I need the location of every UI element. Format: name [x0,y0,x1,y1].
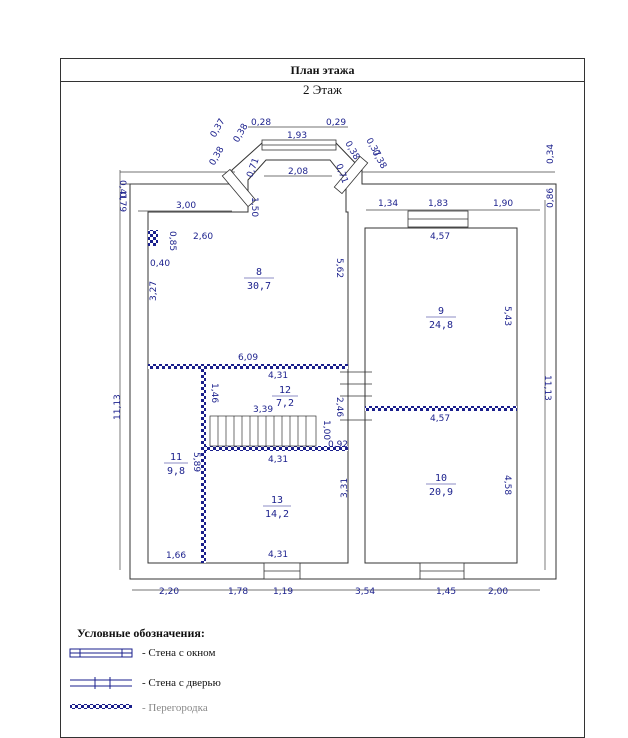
room-area: 9,8 [167,466,185,477]
room-area: 14,2 [265,509,289,520]
dim-label: 0,29 [326,118,346,128]
dim-label: 0,28 [251,118,271,128]
legend-title: Условные обозначения: [77,626,205,640]
legend-window-label: - Стена с окном [142,647,216,659]
dim-label: 1,00 [321,420,331,440]
dim-label: 1,34 [378,199,398,209]
dim-label: 1,50 [249,197,259,217]
legend-partition-label: - Перегородка [142,702,208,714]
staircase [209,415,317,447]
room-number: 8 [256,267,262,278]
dim-label: 3,00 [176,201,196,211]
windows [221,139,469,580]
dim-label: 4,31 [268,550,288,560]
partitions [148,364,517,563]
dim-label: 5,89 [191,452,201,472]
floor-plan-drawing: 0,37 0,38 0,38 0,28 1,93 0,29 0,37 0,38 … [69,117,557,709]
dim-label: 1,93 [287,131,307,141]
dim-label: 1,83 [428,199,448,209]
dimension-lines [119,126,555,591]
dim-label: 3,39 [253,405,273,415]
dim-label: 1,78 [228,587,248,597]
dim-label: 1,90 [493,199,513,209]
dim-label: 1,45 [436,587,456,597]
dim-label: 0,79 [117,192,127,212]
dim-label: 4,31 [268,455,288,465]
dim-label: 3,31 [340,478,350,498]
dim-label: 5,43 [502,306,512,326]
floor-label: 2 Этаж [303,82,342,97]
dim-label: 0,71 [333,163,349,185]
room-number: 11 [170,452,182,463]
dim-label: 4,58 [502,475,512,495]
dim-label: 1,19 [273,587,293,597]
dim-label: 2,60 [193,232,213,242]
dim-label: 0,37 [209,117,228,139]
legend-symbols [69,648,133,709]
dim-label: 11,13 [542,375,552,401]
room-number: 9 [438,306,444,317]
sheet-title: План этажа [61,59,584,82]
dim-label: 2,08 [288,167,308,177]
dim-label: 1,66 [166,551,186,561]
legend-door-label: - Стена с дверью [142,677,221,689]
dim-label: 2,46 [334,397,344,417]
dim-label: 5,62 [334,258,344,278]
dim-label: 0,38 [208,145,227,168]
dim-label: 2,20 [159,587,179,597]
room-number: 13 [271,495,283,506]
ventilation-shaft [148,230,158,246]
room-area: 7,2 [276,398,294,409]
room-area: 30,7 [247,281,271,292]
dim-label: 0,86 [546,188,556,208]
dim-label: 11,13 [113,394,123,420]
dim-label: 1,46 [209,383,219,403]
dim-label: 3,54 [355,587,375,597]
room-number: 10 [435,473,447,484]
room-number: 12 [279,385,291,396]
dim-label: 0,85 [167,231,177,251]
dim-label: 6,09 [238,353,258,363]
dim-label: 0,34 [546,144,556,164]
dim-label: 0,92 [328,440,348,450]
dim-label: 0,40 [150,259,170,269]
door-markers [340,371,372,421]
room-area: 24,8 [429,320,453,331]
dim-label: 4,57 [430,232,450,242]
dim-label: 0,41 [117,180,127,200]
dim-label: 4,31 [268,371,288,381]
dim-label: 4,57 [430,414,450,424]
room-area: 20,9 [429,487,453,498]
dim-label: 0,38 [369,149,388,172]
dim-label: 0,38 [232,122,251,145]
dim-label: 2,00 [488,587,508,597]
dim-label: 3,27 [149,281,159,301]
